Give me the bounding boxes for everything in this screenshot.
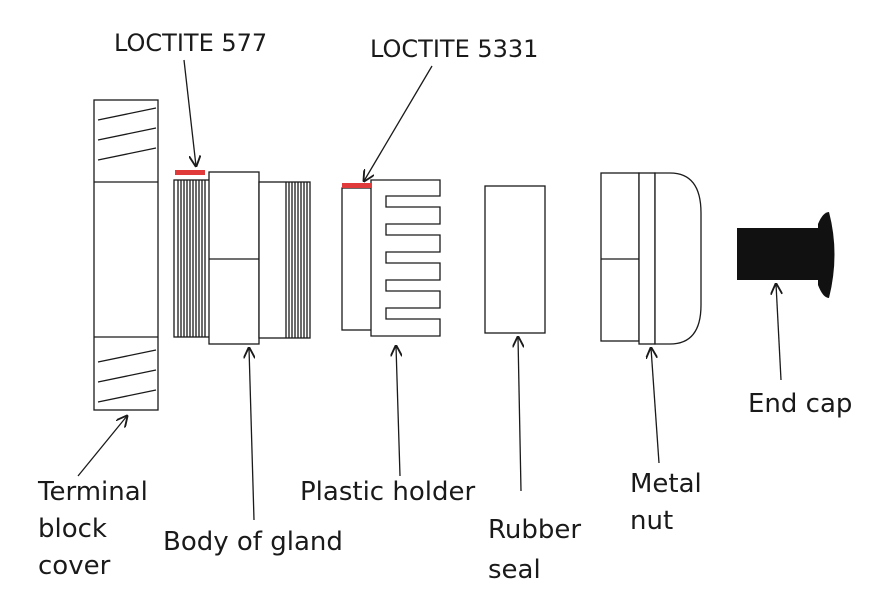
- loctite-5331-arrow: [364, 65, 433, 181]
- terminal-block-cover-label-line-1: Terminal: [37, 477, 148, 507]
- metal-nut-label-line-1: Metal: [630, 469, 702, 499]
- loctite-577-arrow: [183, 59, 196, 166]
- end-cap-part: [737, 212, 835, 298]
- body-of-gland-label: Body of gland: [163, 527, 343, 557]
- loctite-5331-sealant-mark: [342, 183, 372, 188]
- loctite-577-sealant-mark: [175, 170, 205, 175]
- terminal-block-cover-label-line-2: block: [38, 514, 107, 544]
- plastic-holder-label: Plastic holder: [300, 477, 475, 507]
- terminal-block-cover-arrow: [77, 416, 127, 477]
- end-cap-label: End cap: [748, 389, 852, 419]
- body-of-gland-part: [173, 171, 311, 345]
- end-cap-arrow: [776, 284, 781, 381]
- terminal-block-cover-part: [93, 99, 159, 411]
- loctite-5331-label: LOCTITE 5331: [370, 35, 538, 63]
- rubber-seal-arrow: [518, 337, 521, 492]
- metal-nut-arrow: [651, 348, 660, 464]
- plastic-holder-arrow: [396, 346, 400, 477]
- metal-nut-part: [600, 172, 702, 345]
- metal-nut-label-line-2: nut: [630, 506, 673, 536]
- rubber-seal-part: [484, 185, 546, 334]
- rubber-seal-label-line-1: Rubber: [488, 515, 581, 545]
- plastic-holder-part: [341, 179, 441, 337]
- rubber-seal-label-line-2: seal: [488, 555, 541, 585]
- terminal-block-cover-label-line-3: cover: [38, 551, 111, 581]
- body-of-gland-arrow: [249, 348, 254, 521]
- loctite-577-label: LOCTITE 577: [114, 29, 267, 57]
